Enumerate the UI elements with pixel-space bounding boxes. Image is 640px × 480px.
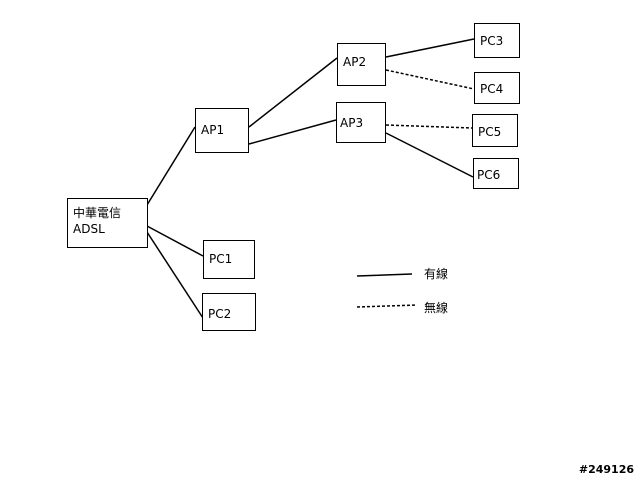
pc3-label: PC3: [480, 34, 504, 48]
legend-wired-line: [356, 273, 413, 277]
pc1-label: PC1: [209, 252, 233, 266]
legend-lines: [356, 273, 418, 308]
link-ap2-pc4-wireless: [385, 69, 475, 90]
ap3-label: AP3: [340, 116, 364, 130]
isp-adsl-node: 中華電信 ADSL: [67, 198, 148, 248]
pc5-node: PC5: [472, 114, 518, 147]
link-ap3-pc5-wireless: [385, 124, 473, 129]
link-isp-pc1-wired: [146, 225, 204, 257]
link-isp-ap1-wired: [146, 126, 196, 206]
pc1-node: PC1: [203, 240, 255, 279]
link-ap2-pc3-wired: [385, 38, 475, 58]
ap2-node: AP2: [337, 43, 386, 86]
ap2-label: AP2: [343, 55, 367, 69]
link-isp-pc2-wired: [146, 231, 204, 319]
pc6-label: PC6: [477, 168, 501, 182]
pc2-node: PC2: [202, 293, 256, 331]
watermark-id: #249126: [578, 463, 634, 476]
legend-wired-label: 有線: [424, 267, 449, 281]
pc2-label: PC2: [208, 307, 232, 321]
pc3-node: PC3: [474, 23, 520, 58]
isp-type-label: ADSL: [73, 222, 105, 236]
legend-wireless-label: 無線: [424, 301, 449, 315]
isp-name-label: 中華電信: [73, 206, 122, 220]
pc4-node: PC4: [474, 72, 520, 104]
links-layer: [146, 38, 475, 319]
ap1-node: AP1: [195, 108, 249, 153]
pc4-label: PC4: [480, 82, 504, 96]
ap3-node: AP3: [336, 102, 386, 143]
link-ap1-ap3-wired: [248, 119, 337, 145]
link-ap3-pc6-wired: [385, 132, 474, 178]
link-ap1-ap2-wired: [248, 57, 338, 128]
pc6-node: PC6: [473, 158, 519, 189]
legend-wireless-line: [356, 304, 418, 308]
pc5-label: PC5: [478, 125, 502, 139]
ap1-label: AP1: [201, 123, 225, 137]
